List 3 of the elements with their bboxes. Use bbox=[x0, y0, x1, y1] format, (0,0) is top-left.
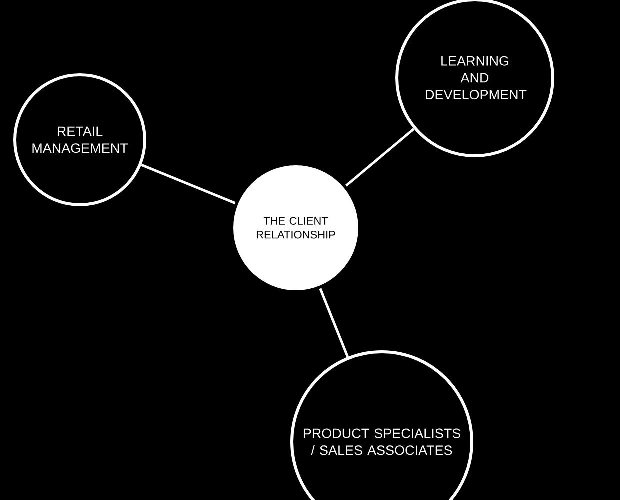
connector-line bbox=[141, 164, 236, 204]
connector-line bbox=[319, 288, 350, 358]
connector-line bbox=[345, 128, 415, 187]
